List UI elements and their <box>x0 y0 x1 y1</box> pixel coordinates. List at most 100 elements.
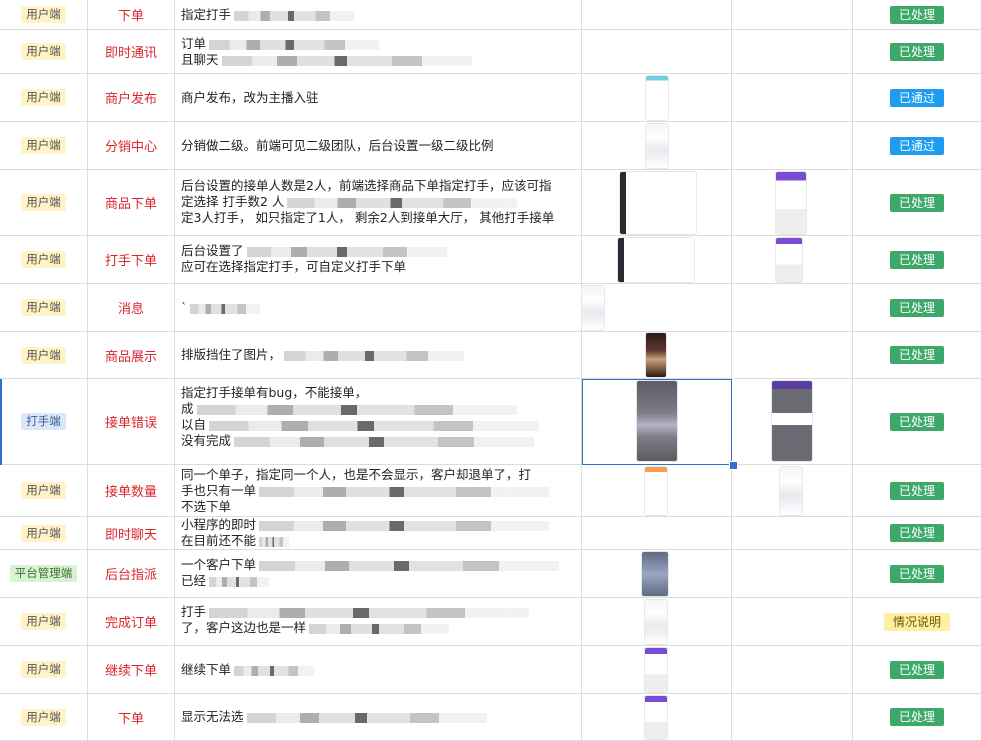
redacted-text <box>309 623 450 634</box>
redacted-text <box>234 10 355 21</box>
description-cell[interactable]: 一个客户下单 已经 <box>175 550 582 597</box>
role-tag: 用户端 <box>21 89 66 106</box>
description-cell[interactable]: 分销做二级。前端可见二级团队，后台设置一级二级比例 <box>175 122 582 169</box>
feature-cell[interactable]: 完成订单 <box>88 598 175 645</box>
screenshot-thumbnail[interactable] <box>776 172 806 234</box>
table-row[interactable]: 用户端 商品下单 后台设置的接单人数是2人，前端选择商品下单指定打手，应该可指 … <box>0 170 981 236</box>
table-row[interactable]: 打手端 接单错误 指定打手接单有bug，不能接单， 成 以自 没有完成 已处理 <box>0 379 981 465</box>
screenshot-thumbnail[interactable] <box>646 333 666 377</box>
table-row[interactable]: 用户端 即时通讯 订单 且聊天 已处理 <box>0 30 981 74</box>
table-row[interactable]: 用户端 即时聊天 小程序的即时 在目前还不能 已处理 <box>0 517 981 550</box>
feature-cell[interactable]: 下单 <box>88 694 175 740</box>
screenshot-thumbnail[interactable] <box>618 238 694 282</box>
table-row[interactable]: 用户端 下单 显示无法选 已处理 <box>0 694 981 741</box>
screenshot-thumbnail[interactable] <box>780 467 802 515</box>
description-cell[interactable]: 后台设置了 应可在选择指定打手，可自定义打手下单 <box>175 236 582 283</box>
description-cell[interactable]: 小程序的即时 在目前还不能 <box>175 517 582 549</box>
redacted-text <box>209 576 270 587</box>
feature-cell[interactable]: 即时通讯 <box>88 30 175 73</box>
description-cell[interactable]: 后台设置的接单人数是2人，前端选择商品下单指定打手，应该可指 定选择 打手数2 … <box>175 170 582 235</box>
table-row[interactable]: 用户端 完成订单 打手 了，客户这边也是一样 情况说明 <box>0 598 981 646</box>
screenshot-thumbnail[interactable] <box>646 76 668 120</box>
screenshot-thumbnail[interactable] <box>645 696 667 739</box>
feature-cell[interactable]: 接单数量 <box>88 465 175 516</box>
redacted-text <box>234 665 315 676</box>
role-tag: 用户端 <box>21 299 66 316</box>
table-row[interactable]: 用户端 消息 ` 已处理 <box>0 284 981 332</box>
feature-cell[interactable]: 即时聊天 <box>88 517 175 549</box>
role-tag: 打手端 <box>21 413 66 430</box>
description-cell[interactable]: 商户发布，改为主播入驻 <box>175 74 582 121</box>
feature-cell[interactable]: 消息 <box>88 284 175 331</box>
role-tag: 用户端 <box>21 708 66 726</box>
description-cell[interactable]: 打手 了，客户这边也是一样 <box>175 598 582 645</box>
screenshot-thumbnail[interactable] <box>776 238 802 282</box>
redacted-text <box>221 55 472 66</box>
table-row[interactable]: 用户端 继续下单 继续下单 已处理 <box>0 646 981 694</box>
status-badge: 已处理 <box>889 250 944 269</box>
table-row[interactable]: 平台管理端 后台指派 一个客户下单 已经 已处理 <box>0 550 981 598</box>
table-row[interactable]: 用户端 商户发布 商户发布，改为主播入驻 已通过 <box>0 74 981 122</box>
status-badge: 已处理 <box>889 524 944 542</box>
description-cell[interactable]: 显示无法选 <box>175 694 582 740</box>
feature-cell[interactable]: 分销中心 <box>88 122 175 169</box>
status-badge: 已处理 <box>889 5 944 24</box>
description-cell[interactable]: 指定打手接单有bug，不能接单， 成 以自 没有完成 <box>175 379 582 464</box>
feature-cell[interactable]: 后台指派 <box>88 550 175 597</box>
redacted-text <box>259 520 550 531</box>
status-badge: 已处理 <box>889 481 944 500</box>
role-tag: 用户端 <box>21 137 66 154</box>
description-cell[interactable]: 指定打手 <box>175 0 582 29</box>
status-badge: 已处理 <box>889 412 944 431</box>
description-cell[interactable]: 同一个单子，指定同一个人，也是不会显示，客户却退单了，打 手也只有一单 不选下单 <box>175 465 582 516</box>
table-row[interactable]: 用户端 打手下单 后台设置了 应可在选择指定打手，可自定义打手下单 已处理 <box>0 236 981 284</box>
description-cell[interactable]: 排版挡住了图片， <box>175 332 582 378</box>
status-badge: 已通过 <box>889 88 944 107</box>
feature-cell[interactable]: 继续下单 <box>88 646 175 693</box>
role-tag: 用户端 <box>21 43 66 60</box>
feature-cell[interactable]: 商品展示 <box>88 332 175 378</box>
role-tag: 用户端 <box>21 346 66 364</box>
row-selection-indicator <box>0 379 2 465</box>
feature-cell[interactable]: 商户发布 <box>88 74 175 121</box>
screenshot-thumbnail[interactable] <box>582 286 604 330</box>
feature-cell[interactable]: 商品下单 <box>88 170 175 235</box>
description-cell[interactable]: 订单 且聊天 <box>175 30 582 73</box>
role-tag: 用户端 <box>21 482 66 499</box>
table-row[interactable]: 用户端 分销中心 分销做二级。前端可见二级团队，后台设置一级二级比例 已通过 <box>0 122 981 170</box>
screenshot-thumbnail[interactable] <box>645 600 667 644</box>
status-badge: 已处理 <box>889 660 944 679</box>
feature-cell[interactable]: 接单错误 <box>88 379 175 464</box>
feature-cell[interactable]: 打手下单 <box>88 236 175 283</box>
screenshot-thumbnail[interactable] <box>637 381 677 461</box>
redacted-text <box>196 404 517 415</box>
screenshot-thumbnail[interactable] <box>642 552 668 596</box>
description-cell[interactable]: 继续下单 <box>175 646 582 693</box>
redacted-text <box>284 350 465 361</box>
status-badge: 已处理 <box>889 708 944 726</box>
table-row[interactable]: 用户端 商品展示 排版挡住了图片， 已处理 <box>0 332 981 379</box>
table-row[interactable]: 用户端 下单 指定打手 已处理 <box>0 0 981 30</box>
feature-cell[interactable]: 下单 <box>88 0 175 29</box>
screenshot-thumbnail[interactable] <box>620 172 696 234</box>
description-cell[interactable]: ` <box>175 284 582 331</box>
screenshot-thumbnail[interactable] <box>646 124 668 168</box>
screenshot-thumbnail[interactable] <box>772 381 812 461</box>
redacted-text <box>259 486 550 497</box>
role-tag: 用户端 <box>21 524 66 542</box>
status-badge: 已处理 <box>889 564 944 583</box>
role-tag: 用户端 <box>21 6 66 23</box>
redacted-text <box>209 420 540 431</box>
table-row[interactable]: 用户端 接单数量 同一个单子，指定同一个人，也是不会显示，客户却退单了，打 手也… <box>0 465 981 517</box>
redacted-text <box>259 560 560 571</box>
redacted-text <box>190 303 261 314</box>
role-tag: 平台管理端 <box>9 565 78 582</box>
status-badge: 情况说明 <box>883 612 950 631</box>
role-tag: 用户端 <box>21 661 66 678</box>
screenshot-thumbnail[interactable] <box>645 648 667 692</box>
role-tag: 用户端 <box>21 251 66 268</box>
fill-handle[interactable] <box>729 461 738 470</box>
screenshot-thumbnail[interactable] <box>645 467 667 515</box>
redacted-text <box>259 536 290 547</box>
